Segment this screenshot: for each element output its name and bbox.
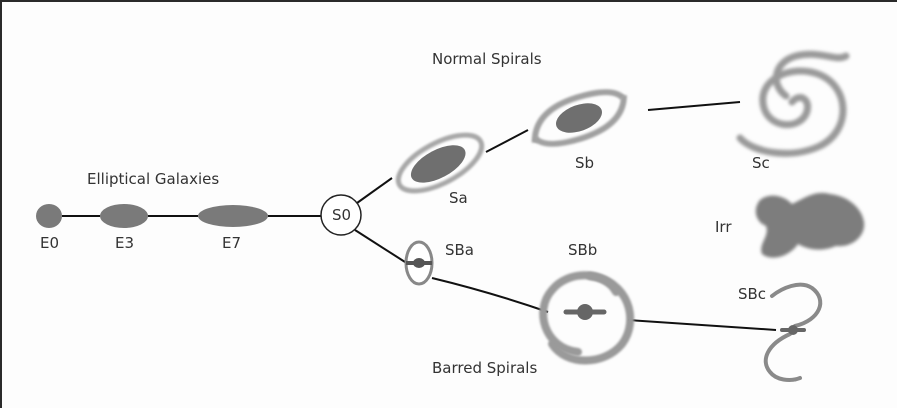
galaxy-sb-label: Sb [575,154,595,172]
line-sba-sbb [431,277,549,313]
galaxy-sc-shape [736,50,850,157]
galaxy-s0-shape [320,194,362,236]
galaxy-e7-label: E7 [222,234,242,252]
connector-lines [62,101,777,331]
normal-spirals-label: Normal Spirals [432,50,542,68]
line-sa-sb [485,129,529,153]
line-s0-sa [356,177,393,204]
line-sb-sc [647,101,741,111]
galaxy-e0-label: E0 [40,234,60,252]
galaxy-e3-label: E3 [115,234,135,252]
galaxy-sb-shape [531,89,627,147]
galaxy-irr-shape [755,192,865,258]
galaxy-sbb-label: SBb [568,241,598,259]
barred-spirals-label: Barred Spirals [432,359,538,377]
galaxy-s0-label: S0 [332,206,352,224]
line-s0-sba [354,229,406,263]
elliptical-galaxies-label: Elliptical Galaxies [87,170,220,188]
galaxy-irr-label: Irr [715,218,732,236]
galaxy-sbb-shape [539,271,635,365]
galaxy-e0-shape [36,204,62,228]
galaxy-e3-shape [100,204,148,228]
galaxy-sbc-shape [763,282,823,382]
galaxy-sba-shape [404,240,434,286]
galaxy-sba-label: SBa [445,241,475,259]
galaxy-sa-label: Sa [449,189,468,207]
line-sbb-sbc [627,319,777,331]
galaxy-sa-shape [395,132,485,194]
galaxy-e7-shape [198,205,268,227]
galaxy-sc-label: Sc [752,154,770,172]
galaxy-sbc-label: SBc [738,285,767,303]
